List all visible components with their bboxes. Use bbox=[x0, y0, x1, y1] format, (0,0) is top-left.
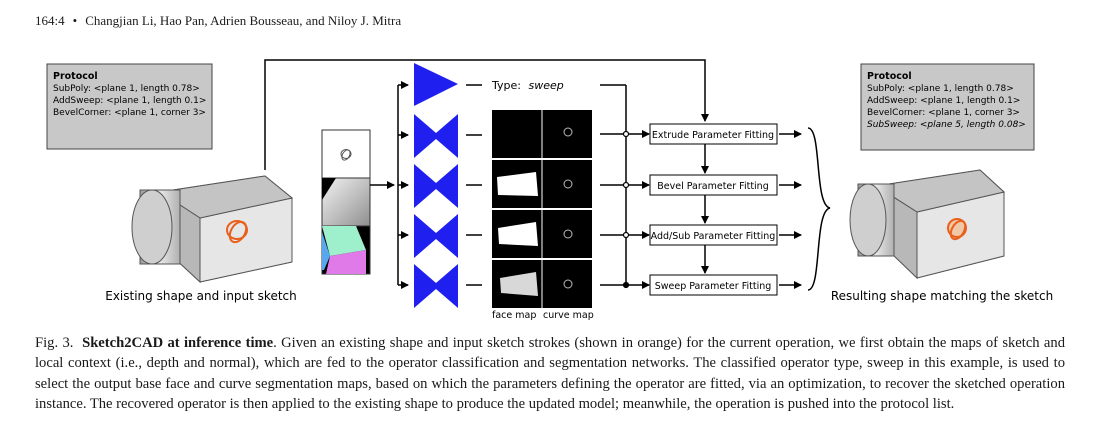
result-shape-illustration bbox=[849, 169, 1006, 280]
input-map-stack bbox=[321, 129, 371, 275]
fitting-boxes: Extrude Parameter Fitting Bevel Paramete… bbox=[649, 123, 778, 296]
map-to-fitting-arrows bbox=[600, 130, 650, 289]
fitting-box-sweep: Sweep Parameter Fitting bbox=[655, 281, 772, 292]
segmentation-network-4 bbox=[414, 264, 458, 308]
protocol-line-right-3: BevelCorner: <plane 1, corner 3> bbox=[867, 108, 1020, 118]
protocol-title-left: Protocol bbox=[53, 71, 98, 82]
protocol-line-left-2: AddSweep: <plane 1, length 0.1> bbox=[53, 96, 206, 106]
segmentation-network-3 bbox=[414, 214, 458, 258]
classification-network bbox=[414, 63, 458, 106]
fitting-box-extrude: Extrude Parameter Fitting bbox=[652, 130, 774, 141]
segmentation-maps: face map curve map bbox=[492, 110, 594, 321]
pipeline-figure: Protocol SubPoly: <plane 1, length 0.78>… bbox=[46, 59, 1053, 321]
map-to-network-connectors bbox=[370, 81, 409, 289]
shape-feedback-arrow bbox=[264, 59, 709, 170]
protocol-box-right: Protocol SubPoly: <plane 1, length 0.78>… bbox=[860, 63, 1035, 151]
merge-brace bbox=[807, 127, 831, 291]
protocol-line-left-3: BevelCorner: <plane 1, corner 3> bbox=[53, 108, 206, 118]
protocol-line-right-2: AddSweep: <plane 1, length 0.1> bbox=[867, 96, 1020, 106]
segmentation-network-2 bbox=[414, 164, 458, 208]
caption-prefix: Fig. 3. bbox=[35, 335, 74, 351]
protocol-line-left-1: SubPoly: <plane 1, length 0.78> bbox=[53, 84, 200, 94]
fitting-box-addsub: Add/Sub Parameter Fitting bbox=[651, 231, 776, 242]
type-value: sweep bbox=[528, 79, 563, 92]
selector-switch-dots bbox=[622, 130, 630, 289]
right-shape-caption: Resulting shape matching the sketch bbox=[831, 289, 1053, 303]
author-list: Changjian Li, Hao Pan, Adrien Bousseau, … bbox=[85, 13, 402, 28]
protocol-line-right-new: SubSweep: <plane 5, length 0.08> bbox=[867, 120, 1026, 130]
face-map-label: face map bbox=[492, 310, 536, 321]
running-header: 164:4 • Changjian Li, Hao Pan, Adrien Bous… bbox=[35, 13, 401, 29]
protocol-line-right-1: SubPoly: <plane 1, length 0.78> bbox=[867, 84, 1014, 94]
figure-caption: Fig. 3. Sketch2CAD at inference time. Gi… bbox=[35, 333, 1065, 415]
type-label: Type: sweep bbox=[491, 79, 564, 92]
protocol-box-left: Protocol SubPoly: <plane 1, length 0.78>… bbox=[46, 63, 213, 150]
left-shape-caption: Existing shape and input sketch bbox=[105, 289, 297, 303]
header-separator: • bbox=[72, 13, 78, 28]
protocol-title-right: Protocol bbox=[867, 71, 912, 82]
fitting-box-bevel: Bevel Parameter Fitting bbox=[657, 181, 769, 192]
caption-text: . Given an existing shape and input sket… bbox=[35, 335, 1066, 413]
curve-map-label: curve map bbox=[543, 310, 594, 321]
fitting-output-arrows bbox=[779, 130, 802, 289]
existing-shape-illustration bbox=[131, 175, 294, 284]
network-output-connectors bbox=[466, 84, 482, 286]
sketch-strokes bbox=[226, 220, 248, 244]
page-number: 164:4 bbox=[35, 13, 65, 28]
sketch-map bbox=[321, 129, 371, 179]
network-diagrams bbox=[414, 63, 458, 308]
caption-title: Sketch2CAD at inference time bbox=[82, 335, 274, 351]
segmentation-network-1 bbox=[414, 114, 458, 158]
